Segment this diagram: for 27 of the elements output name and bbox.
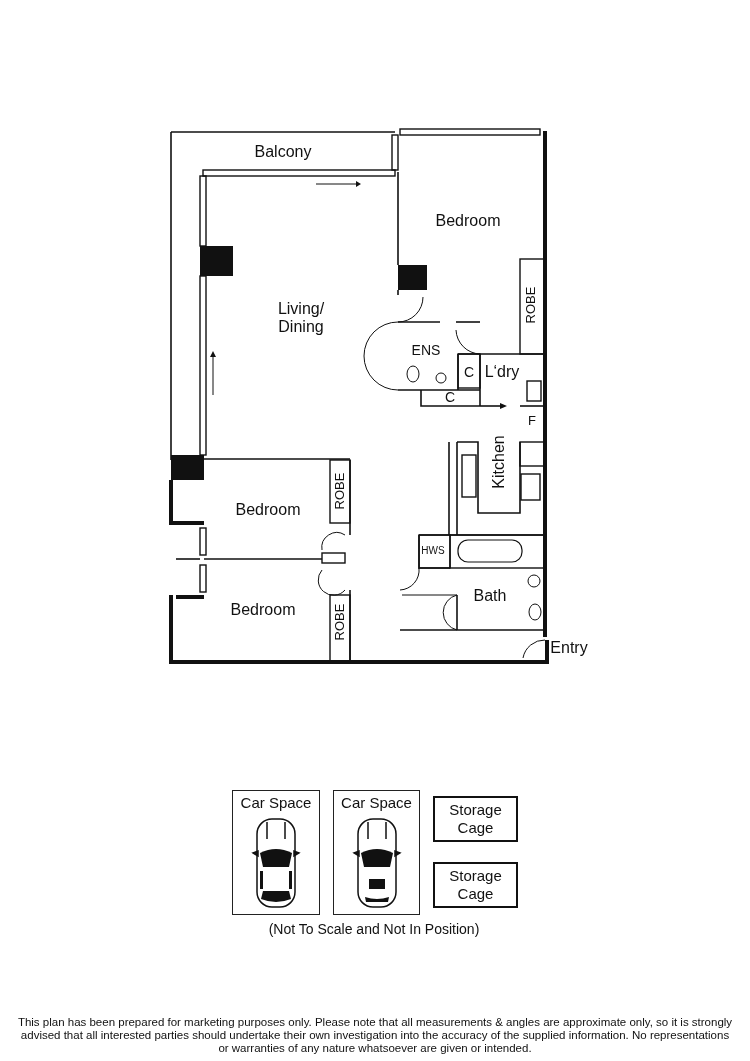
space-label: Storage Cage	[448, 867, 503, 903]
note: (Not To Scale and Not In Position)	[268, 920, 480, 938]
parking-space	[333, 790, 420, 915]
room-label: Entry	[550, 638, 588, 658]
storage-cage-box	[433, 862, 518, 908]
space-label: Storage Cage	[448, 801, 503, 837]
room-label: ROBE	[332, 472, 348, 510]
parking-space	[232, 790, 320, 915]
room-label: ROBE	[523, 286, 539, 324]
room-label: Balcony	[254, 142, 312, 162]
room-label: HWS	[421, 545, 445, 557]
room-label: C	[463, 363, 475, 381]
room-label: C	[444, 388, 456, 406]
disclaimer-note: This plan has been prepared for marketing purposes only. Please note that all measurements & angles are approximate only, so it is strongly advised that all interested parties should undertake their own investigation into the accuracy of the supplied information. No representations or warranties of any nature whatsoever are given or intended.	[16, 1016, 734, 1056]
room-label: Bedroom	[435, 211, 501, 231]
room-label: Bath	[473, 586, 507, 606]
room-label: Living/ Dining	[276, 299, 326, 337]
room-label: ENS	[411, 341, 441, 359]
room-label: Bedroom	[235, 500, 301, 520]
room-label: Bedroom	[230, 600, 296, 620]
room-label: ROBE	[332, 603, 348, 641]
room-label: Kitchen	[489, 435, 508, 489]
space-label: Car Space	[340, 793, 413, 812]
room-label: F	[528, 413, 536, 429]
room-label: L‘dry	[484, 362, 520, 382]
storage-cage-box	[433, 796, 518, 842]
space-label: Car Space	[239, 793, 313, 812]
